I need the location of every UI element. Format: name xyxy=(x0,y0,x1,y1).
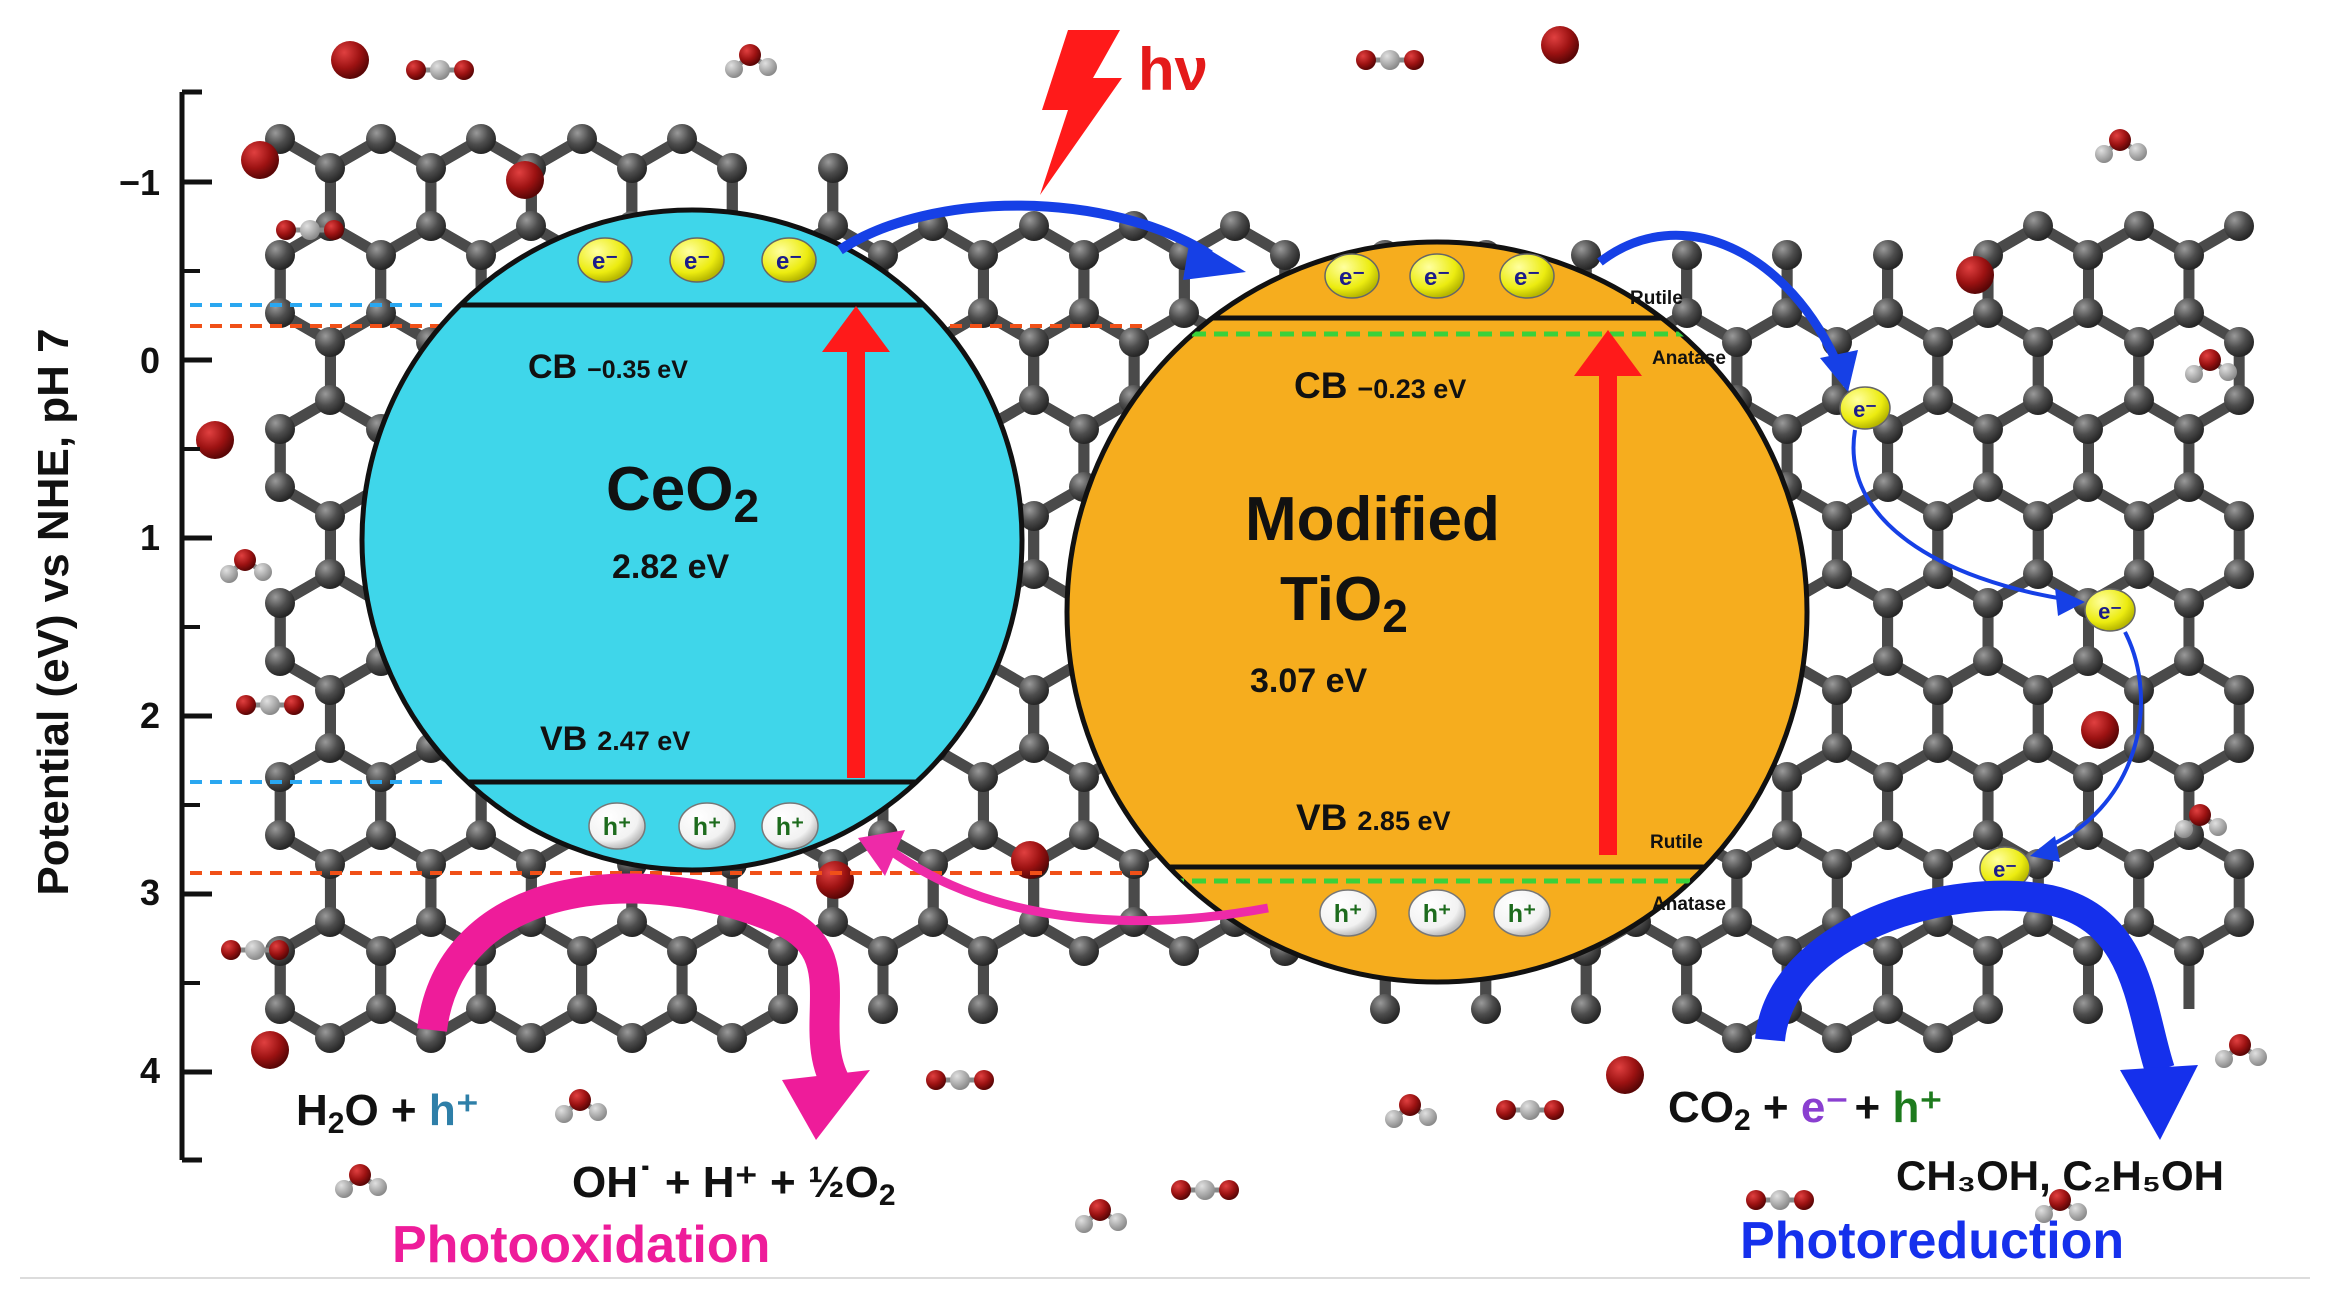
electron: e⁻ xyxy=(577,237,633,283)
photooxidation-reaction: H2O + h⁺ OH˙ + H⁺ + ½O2 Photooxidation xyxy=(296,1086,896,1274)
svg-text:h⁺: h⁺ xyxy=(776,813,804,841)
tio2-band-gap: 3.07 eV xyxy=(1250,662,1368,700)
tio2-rutile-vb-label: Rutile xyxy=(1650,832,1703,853)
axis-tick-label: −1 xyxy=(119,162,160,203)
hole: h⁺ xyxy=(588,802,646,850)
tio2-cb-label: CB−0.23 eV xyxy=(1294,365,1466,406)
electron: e⁻ xyxy=(1324,253,1380,299)
axis-tick-label: 3 xyxy=(140,872,160,913)
tio2-title-line2: TiO2 xyxy=(1280,565,1408,642)
tio2-holes: h⁺ h⁺ h⁺ xyxy=(1319,889,1551,937)
ceo2-title: CeO2 xyxy=(606,455,759,532)
graphene-electron-path: e⁻ e⁻ e⁻ xyxy=(1597,230,2143,890)
reduction-product: CH₃OH, C₂H₅OH xyxy=(1896,1152,2224,1199)
ceo2-electrons: e⁻ e⁻ e⁻ xyxy=(577,237,817,283)
light-source: hν xyxy=(1040,30,1208,195)
ceo2-band-gap: 2.82 eV xyxy=(612,548,730,586)
svg-text:h⁺: h⁺ xyxy=(693,813,721,841)
svg-text:e⁻: e⁻ xyxy=(592,248,618,275)
tio2-rutile-cb-label: Rutile xyxy=(1630,288,1683,309)
svg-text:e⁻: e⁻ xyxy=(776,248,802,275)
ceo2-sphere xyxy=(359,207,1025,873)
hole-transfer-arrow xyxy=(858,830,1269,926)
electron: e⁻ xyxy=(2084,588,2136,632)
svg-text:e⁻: e⁻ xyxy=(1993,857,2017,882)
svg-text:h⁺: h⁺ xyxy=(603,813,631,841)
oxidation-product: OH˙ + H⁺ + ½O2 xyxy=(572,1158,896,1212)
svg-text:h⁺: h⁺ xyxy=(1423,900,1451,928)
lightning-bolt-icon xyxy=(1040,30,1122,195)
tio2-particle: Rutile Anatase Rutile Anatase CB−0.23 eV… xyxy=(1064,239,1810,985)
photoreduction-reaction: CO2 + e⁻+ h⁺ CH₃OH, C₂H₅OH Photoreductio… xyxy=(1668,1083,2224,1270)
ceo2-excitation-arrowhead xyxy=(822,306,890,352)
hole: h⁺ xyxy=(678,802,736,850)
axis-tick-label: 1 xyxy=(140,517,160,558)
photoreduction-arrow xyxy=(1755,880,2198,1140)
light-label: hν xyxy=(1138,36,1208,103)
ceo2-holes: h⁺ h⁺ h⁺ xyxy=(588,802,819,850)
svg-text:e⁻: e⁻ xyxy=(1514,264,1540,291)
photooxidation-arrow xyxy=(417,873,870,1140)
electron: e⁻ xyxy=(761,237,817,283)
reduction-reactant: CO2 + e⁻+ h⁺ xyxy=(1668,1083,1943,1137)
electron: e⁻ xyxy=(1499,253,1555,299)
svg-text:e⁻: e⁻ xyxy=(684,248,710,275)
svg-text:e⁻: e⁻ xyxy=(1853,397,1877,422)
hole: h⁺ xyxy=(761,802,819,850)
svg-text:e⁻: e⁻ xyxy=(1339,264,1365,291)
hole: h⁺ xyxy=(1493,889,1551,937)
oxidation-reactant: H2O + h⁺ xyxy=(296,1086,479,1140)
tio2-electrons: e⁻ e⁻ e⁻ xyxy=(1324,253,1555,299)
svg-text:h⁺: h⁺ xyxy=(1508,900,1536,928)
photoreduction-title: Photoreduction xyxy=(1740,1212,2124,1270)
electron-transfer-arrow xyxy=(837,200,1246,280)
hole: h⁺ xyxy=(1319,889,1377,937)
tio2-anatase-cb-label: Anatase xyxy=(1652,348,1726,369)
axis-label: Potential (eV) vs NHE, pH 7 xyxy=(29,328,78,895)
electron: e⁻ xyxy=(669,237,725,283)
photooxidation-title: Photooxidation xyxy=(392,1216,770,1274)
tio2-excitation-arrowhead xyxy=(1574,330,1642,376)
tio2-anatase-vb-label: Anatase xyxy=(1652,894,1726,915)
ceo2-cb-label: CB−0.35 eV xyxy=(528,348,688,386)
gas-molecules xyxy=(220,44,2267,1233)
svg-text:e⁻: e⁻ xyxy=(1424,264,1450,291)
band-edge-guides xyxy=(190,303,1145,875)
potential-axis: −1 0 1 2 3 4 Potential (eV) vs NHE, pH 7 xyxy=(29,89,212,1163)
svg-text:h⁺: h⁺ xyxy=(1334,900,1362,928)
axis-tick-label: 0 xyxy=(140,340,160,381)
svg-text:e⁻: e⁻ xyxy=(2098,599,2122,624)
tio2-sphere xyxy=(1064,239,1810,985)
tio2-title-line1: Modified xyxy=(1245,485,1500,554)
electron: e⁻ xyxy=(1979,846,2031,890)
electron: e⁻ xyxy=(1839,386,1891,430)
axis-tick-label: 2 xyxy=(140,695,160,736)
hole: h⁺ xyxy=(1408,889,1466,937)
electron: e⁻ xyxy=(1409,253,1465,299)
axis-tick-label: 4 xyxy=(140,1050,160,1091)
